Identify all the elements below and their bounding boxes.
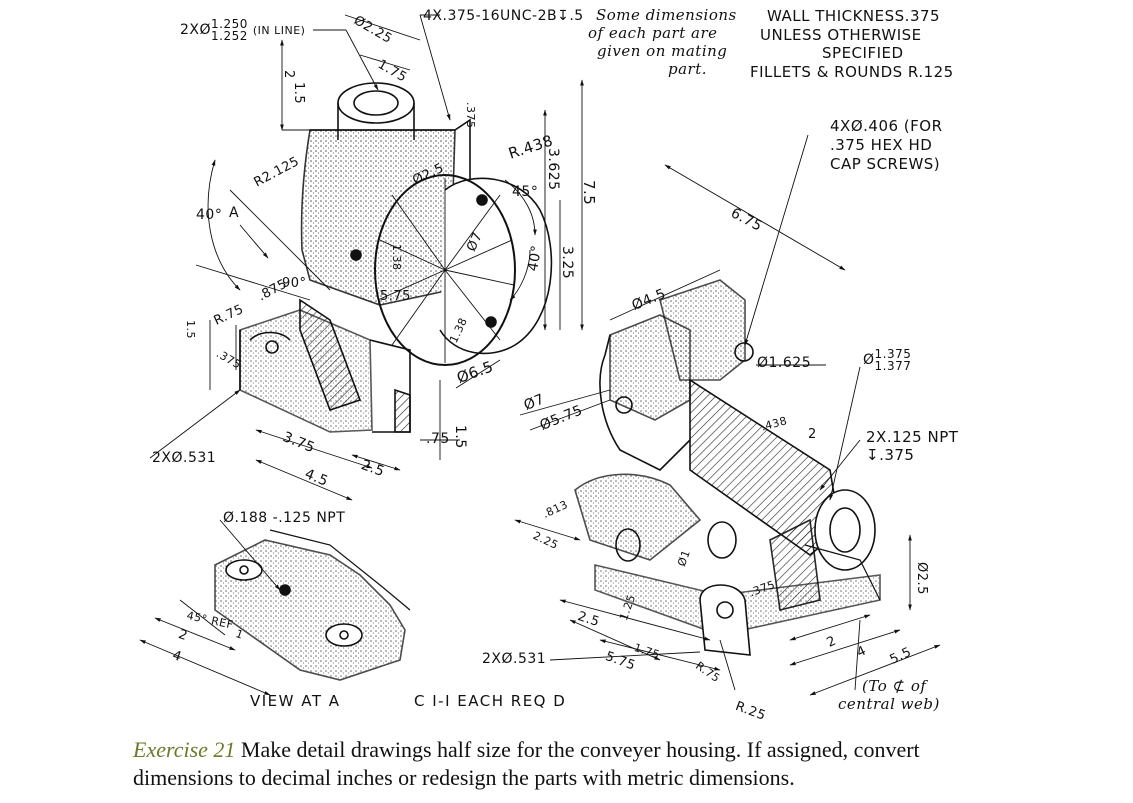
general-note-line-1: WALL THICKNESS.375: [767, 7, 941, 25]
npt-depth: ↧.375: [866, 446, 915, 464]
dimension-lines: [139, 14, 941, 696]
dim-7-5: 7.5: [580, 180, 598, 206]
caption-text: Make detail drawings half size for the c…: [133, 737, 920, 790]
figure-caption: Exercise 21 Make detail drawings half si…: [133, 736, 1013, 792]
bore-suffix: (IN LINE): [252, 24, 306, 37]
npt-2x: 2X.125 NPT: [866, 428, 959, 446]
mating-note-line-4: part.: [668, 60, 708, 78]
mating-note-line-3: given on mating: [597, 42, 728, 60]
dim-375-top: .375: [464, 102, 477, 129]
view-a-letter: A: [229, 205, 240, 221]
dim-3-25: 3.25: [559, 246, 575, 280]
central-web-line-2: central web): [838, 695, 940, 713]
technical-drawing: [139, 14, 941, 696]
dim-1-5b: 1.5: [184, 320, 197, 339]
two-holes-left: 2XØ.531: [152, 450, 217, 466]
fit-lower: 1.377: [874, 359, 912, 373]
cap-screws-line-1: 4XØ.406 (FOR: [830, 117, 943, 135]
cap-screws-line-2: .375 HEX HD: [830, 136, 933, 154]
dim-90: 90°: [282, 276, 307, 291]
dim-1-625: Ø1.625: [757, 355, 812, 371]
cap-screws-line-3: CAP SCREWS): [830, 155, 941, 173]
view-at-a-label: VIEW AT A: [250, 692, 341, 710]
mating-note-line-1: Some dimensions: [596, 6, 737, 24]
general-note-line-3: SPECIFIED: [822, 44, 904, 62]
general-note-line-4: FILLETS & ROUNDS R.125: [750, 63, 954, 81]
dim-45: 45°: [512, 184, 539, 200]
npt-188: Ø.188 -.125 NPT: [223, 510, 346, 526]
two-holes-right: 2XØ.531: [482, 651, 547, 667]
central-web-line-1: (To ⊄ of: [862, 677, 927, 695]
thread-note: 4X.375-16UNC-2B↧.5: [423, 8, 584, 24]
exercise-number: Exercise 21: [133, 737, 236, 762]
dim-1-5a: 1.5: [291, 82, 306, 105]
dim-75: .75: [426, 431, 450, 447]
dim-2b: 2: [808, 427, 817, 442]
dim-1-5c: 1.5: [452, 425, 468, 449]
bore-upper: 1.250: [211, 17, 248, 31]
view-at-a-drawing: [214, 529, 411, 681]
general-note-line-2: UNLESS OTHERWISE: [760, 26, 922, 44]
dim-1-38a: 1.38: [390, 244, 403, 271]
dim-40a: 40°: [196, 207, 223, 223]
bore-prefix: 2XØ: [180, 22, 212, 38]
c1-1-each-reqd: C I-I EACH REQ D: [414, 692, 567, 710]
dim-2a: 2: [281, 70, 296, 79]
right-assembly: [574, 279, 881, 656]
dim-3-625: 3.625: [545, 148, 561, 191]
dim-5-75: 5.75: [380, 289, 411, 304]
fit-prefix: Ø: [863, 352, 875, 368]
bore-lower: 1.252: [211, 29, 248, 43]
dim-2-5c: Ø2.5: [914, 562, 929, 595]
fit-upper: 1.375: [874, 347, 912, 361]
mating-note-line-2: of each part are: [588, 24, 718, 42]
main-housing: [239, 82, 553, 433]
